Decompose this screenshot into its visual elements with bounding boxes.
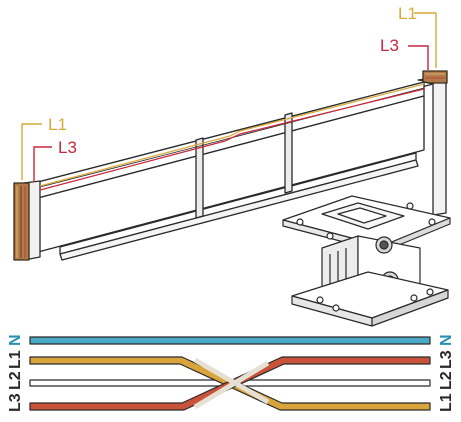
top-right-l1-label: L1 xyxy=(398,4,417,23)
left-n-label: N xyxy=(7,334,24,346)
right-phase-labels: N L3 L2 L1 xyxy=(438,334,455,412)
left-phase-labels: N L1 L2 L3 xyxy=(7,334,24,412)
top-right-l3-label: L3 xyxy=(380,36,399,55)
n-conductor xyxy=(29,336,431,345)
left-l2-wire-label: L2 xyxy=(7,371,24,390)
label-leaders xyxy=(21,12,437,182)
left-l3-label: L3 xyxy=(58,138,77,157)
l1-trace xyxy=(39,83,425,187)
phase-schematic xyxy=(29,336,431,411)
left-l3-wire-label: L3 xyxy=(7,393,24,412)
mounting-bracket xyxy=(282,195,451,327)
right-l2-wire-label: L2 xyxy=(438,371,455,390)
busbar-trunk xyxy=(13,70,448,261)
right-n-label: N xyxy=(438,334,455,346)
right-l3-wire-label: L3 xyxy=(438,350,455,369)
left-l1-label: L1 xyxy=(48,115,67,134)
left-l1-wire-label: L1 xyxy=(7,350,24,369)
l3-trace xyxy=(39,88,425,191)
right-l1-wire-label: L1 xyxy=(438,393,455,412)
